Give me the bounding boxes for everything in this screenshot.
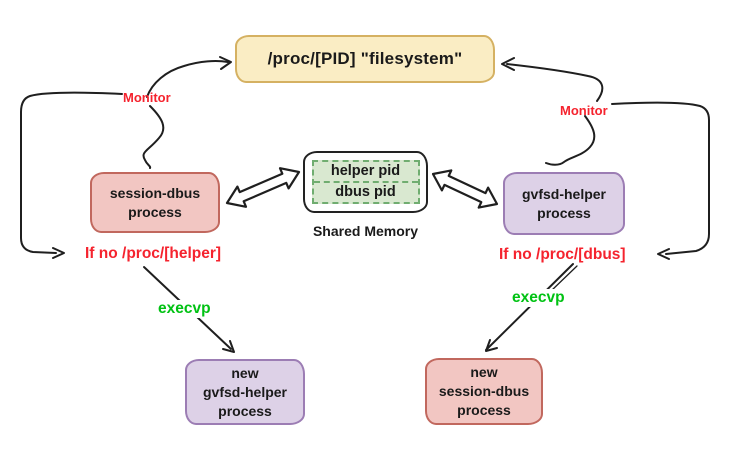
monitor-right-label: Monitor xyxy=(560,103,608,118)
shared-memory-caption: Shared Memory xyxy=(312,223,419,239)
new-gvfsd-helper-box: new gvfsd-helper process xyxy=(185,359,305,425)
new-gvfsd-line1: new xyxy=(231,364,259,381)
shared-memory-entry-helper-pid: helper pid xyxy=(330,163,401,179)
monitor-left-label: Monitor xyxy=(123,90,171,105)
session-dbus-line1: session-dbus xyxy=(109,184,201,201)
left-bracket-arrowhead xyxy=(52,247,65,259)
shared-memory-entry-dbus-pid: dbus pid xyxy=(313,181,418,202)
left-monitor-arrowhead xyxy=(219,56,232,70)
left-monitor-squiggle xyxy=(142,105,165,169)
session-dbus-box: session-dbus process xyxy=(90,172,220,233)
shared-memory-box: helper pid dbus pid xyxy=(303,151,428,213)
proc-filesystem-label: /proc/[PID] "filesystem" xyxy=(267,49,463,68)
if-no-helper-label: If no /proc/[helper] xyxy=(85,245,222,262)
execvp-left-label: execvp xyxy=(155,300,214,318)
new-session-line3: process xyxy=(457,402,511,418)
right-execvp-arrow-sketch xyxy=(550,265,578,292)
if-no-dbus-label: If no /proc/[dbus] xyxy=(499,246,626,263)
right-monitor-arrow xyxy=(506,63,604,102)
new-session-line2: session-dbus xyxy=(438,383,530,399)
gvfsd-helper-line2: process xyxy=(537,204,591,221)
proc-filesystem-box: /proc/[PID] "filesystem" xyxy=(235,35,495,83)
left-double-arrow xyxy=(225,167,301,208)
gvfsd-helper-box: gvfsd-helper process xyxy=(503,172,625,235)
left-monitor-arrow xyxy=(146,60,229,98)
execvp-right-label: execvp xyxy=(509,289,568,307)
session-dbus-line2: process xyxy=(128,203,182,220)
right-monitor-arrowhead xyxy=(501,57,515,71)
new-session-dbus-box: new session-dbus process xyxy=(425,358,543,425)
left-bracket-line xyxy=(20,91,123,254)
right-monitor-squiggle xyxy=(545,115,596,166)
gvfsd-helper-line1: gvfsd-helper xyxy=(521,185,606,202)
right-double-arrow xyxy=(431,169,499,209)
left-execvp-arrowhead xyxy=(222,340,235,353)
new-gvfsd-line2: gvfsd-helper xyxy=(202,383,287,400)
shared-memory-pid-table: helper pid dbus pid xyxy=(311,160,420,204)
new-session-line1: new xyxy=(470,364,498,380)
new-gvfsd-line3: process xyxy=(218,402,272,419)
right-bracket-line xyxy=(611,101,710,255)
right-bracket-arrowhead xyxy=(657,248,670,260)
right-execvp-arrow xyxy=(485,263,574,351)
right-execvp-arrowhead xyxy=(485,339,498,352)
